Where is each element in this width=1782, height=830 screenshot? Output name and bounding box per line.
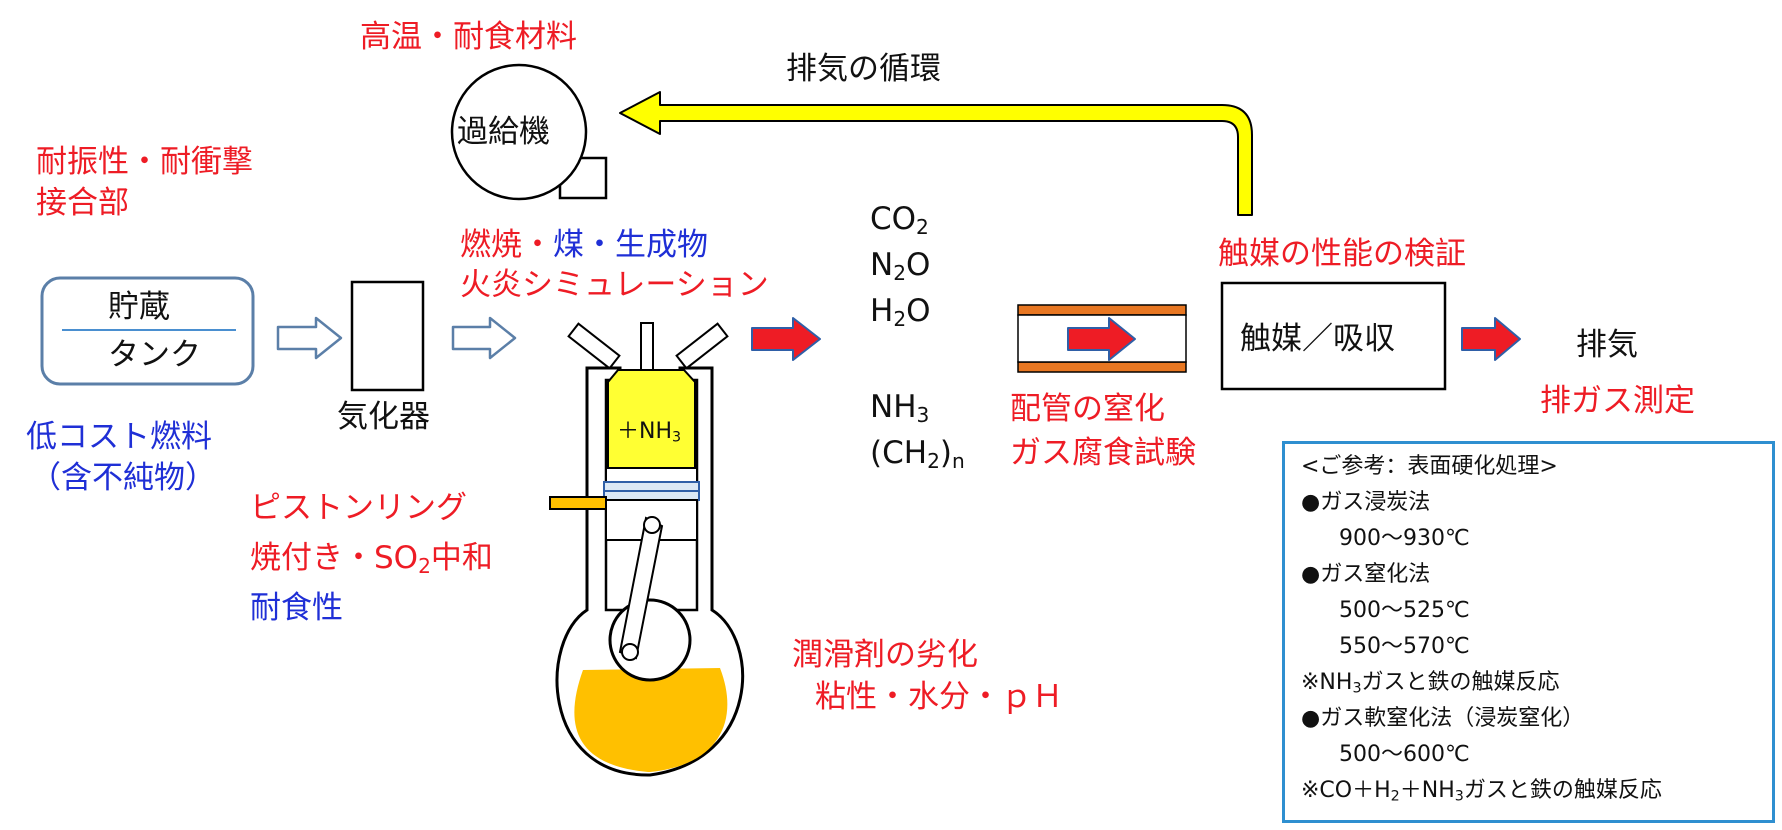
label-catalyst-verification: 触媒の性能の検証 [1218,236,1466,272]
flow-arrow-catalyst-exhaust [1461,317,1521,361]
ref-nh3-note-pre: ※NH [1301,670,1353,695]
label-turbocharger: 過給機 [457,114,550,150]
label-flame-simulation: 火炎シミュレーション [460,267,769,303]
rod-pin [643,516,661,534]
label-ch2n: (CH2)n [870,434,965,472]
label-impurities: （含不純物） [30,460,216,496]
label-lubricant-degradation: 潤滑剤の劣化 [792,637,978,673]
catalyst-box [1220,281,1447,391]
h2o-h: H [870,293,894,329]
label-nh3-charge: ＋NH3 [617,418,681,446]
ref-co-note-sub2: 3 [1454,788,1464,805]
label-storage: 貯蔵 [108,289,170,325]
label-viscosity-water-ph: 粘性・水分・ｐＨ [815,679,1063,715]
label-seizure-so2: 焼付き・SO2中和 [250,539,493,577]
ch2-n-subscript: n [952,449,965,474]
spark-plug [640,322,654,372]
co2-subscript: 2 [916,215,929,240]
label-catalyst-absorption: 触媒／吸収 [1240,321,1395,357]
label-pipe-nitriding: 配管の窒化 [1010,391,1165,427]
label-combustion: 燃焼・煤・生成物 [460,226,708,264]
pipe-outer-bottom [1017,361,1187,373]
label-exhaust-recirculation: 排気の循環 [786,51,941,87]
ch2-subscript: 2 [927,449,940,474]
label-exhaust-measurement: 排ガス測定 [1540,383,1695,419]
nh3-charge-subscript: 3 [672,429,682,446]
ref-nitriding-temp-1: 500～525℃ [1339,598,1470,623]
flow-arrow-in-pipe [1067,317,1136,361]
ref-co-note-a: ※CO＋H [1301,778,1391,803]
nh3-text: NH [870,389,917,425]
flow-arrow-tank-vaporizer [276,316,343,360]
pipe-outer-top [1017,304,1187,316]
ref-co-note: ※CO＋H2＋NH3ガスと鉄の触媒反応 [1301,776,1662,806]
label-gas-corrosion-test: ガス腐食試験 [1010,435,1196,471]
ref-nh3-note: ※NH3ガスと鉄の触媒反応 [1301,668,1560,698]
flow-arrow-engine-exhaust [751,317,821,361]
label-nh3: NH3 [870,388,929,426]
n2o-subscript: 2 [893,261,907,286]
reference-title: <ご参考：表面硬化処理> [1301,454,1558,479]
engine [549,322,745,777]
label-piston-ring: ピストンリング [250,490,467,526]
exhaust-valve [675,322,729,370]
label-soot-products: 煤・生成物 [553,227,708,263]
crankcase-oil [574,668,728,772]
turbocharger [450,63,588,201]
intake-valve [567,322,621,370]
oil-injector [549,496,607,510]
ref-nitriding-temp-2: 550～570℃ [1339,634,1470,659]
label-vibration-resistance: 耐振性・耐衝撃 [36,144,253,180]
nh3-subscript: 3 [916,403,930,428]
label-low-cost-fuel: 低コスト燃料 [26,419,212,455]
ref-gas-nitriding: ●ガス窒化法 [1301,562,1431,587]
n2o-o: O [906,247,931,283]
ref-nh3-note-subscript: 3 [1352,680,1362,697]
label-seizure-text: 焼付き・SO [250,540,419,576]
piston-head [605,467,698,483]
ref-soft-nitriding-temp: 500～600℃ [1339,742,1470,767]
co2-text: CO [870,201,917,237]
label-n2o: N2O [870,246,930,284]
vaporizer [350,280,425,392]
nh3-charge-text: ＋NH [617,419,673,444]
ref-nh3-note-post: ガスと鉄の触媒反応 [1361,670,1560,695]
ch2-open: (CH [870,435,928,471]
recirculation-arrow [619,91,1253,216]
label-high-temp-material: 高温・耐食材料 [360,19,577,55]
ref-co-note-sub1: 2 [1390,788,1400,805]
label-joints: 接合部 [36,185,129,221]
crank-pin [621,643,639,661]
reference-box: <ご参考：表面硬化処理> ●ガス浸炭法 900～930℃ ●ガス窒化法 500～… [1282,441,1775,823]
label-corrosion-resistance: 耐食性 [250,590,343,626]
ref-co-note-c: ガスと鉄の触媒反応 [1463,778,1662,803]
ch2-close: ) [939,435,952,471]
flow-arrow-vaporizer-engine [451,316,517,360]
so2-subscript: 2 [418,554,431,579]
h2o-subscript: 2 [893,307,907,332]
label-exhaust: 排気 [1576,327,1638,363]
label-co2: CO2 [870,200,929,238]
label-h2o: H2O [870,292,931,330]
ref-gas-carburizing: ●ガス浸炭法 [1301,490,1431,515]
ref-carburizing-temp: 900～930℃ [1339,526,1470,551]
ref-gas-soft-nitriding: ●ガス軟窒化法（浸炭窒化） [1301,706,1585,731]
label-neutralization: 中和 [430,540,493,576]
label-tank: タンク [108,337,201,373]
n2o-n: N [870,247,894,283]
h2o-o: O [906,293,931,329]
ref-co-note-b: ＋NH [1399,778,1455,803]
label-vaporizer: 気化器 [337,399,430,435]
label-combustion-part: 燃焼・ [460,227,553,263]
